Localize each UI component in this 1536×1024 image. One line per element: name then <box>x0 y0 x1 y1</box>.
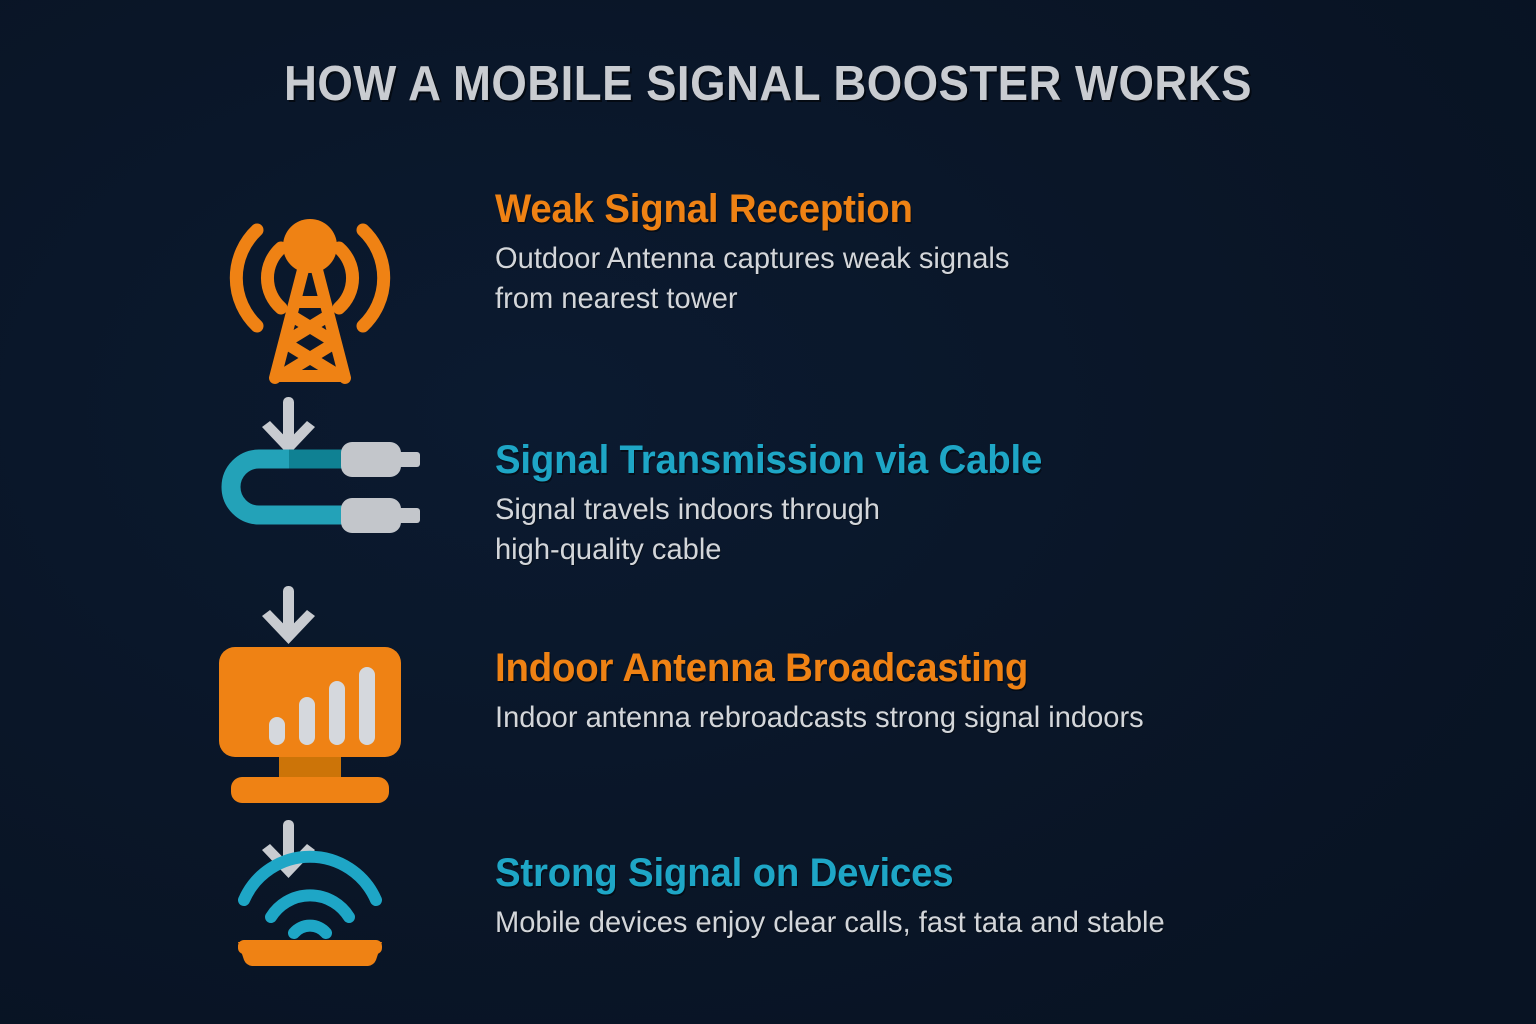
step-weak-signal-reception: Weak Signal Reception Outdoor Antenna ca… <box>170 186 1500 386</box>
step-3-description: Indoor antenna rebroadcasts strong signa… <box>495 701 1144 735</box>
step-4-text-column: Strong Signal on Devices Mobile devices … <box>450 850 1500 943</box>
step-2-title: Signal Transmission via Cable <box>495 438 1043 482</box>
step-4-title: Strong Signal on Devices <box>495 851 954 895</box>
step-2-icon-column <box>170 437 450 537</box>
step-2-description: Signal travels indoors through high-qual… <box>495 493 880 567</box>
indoor-antenna-router-icon <box>217 645 403 805</box>
step-3-icon-column <box>170 645 450 805</box>
coaxial-cable-icon <box>201 437 420 537</box>
cable-connector-lower <box>341 498 420 533</box>
step-indoor-antenna-broadcasting: Indoor Antenna Broadcasting Indoor anten… <box>170 645 1500 805</box>
cable-connector-upper <box>341 442 420 477</box>
step-1-title: Weak Signal Reception <box>495 187 913 231</box>
wifi-device-signal-icon <box>226 850 394 968</box>
step-1-icon-column <box>170 186 450 386</box>
step-3-text-column: Indoor Antenna Broadcasting Indoor anten… <box>450 645 1500 738</box>
step-strong-signal-on-devices: Strong Signal on Devices Mobile devices … <box>170 850 1500 968</box>
step-2-text-column: Signal Transmission via Cable Signal tra… <box>450 437 1500 570</box>
step-4-description: Mobile devices enjoy clear calls, fast t… <box>495 906 1165 940</box>
step-1-description: Outdoor Antenna captures weak signals fr… <box>495 242 1010 316</box>
cell-tower-icon <box>224 186 396 386</box>
arrow-cable-to-router <box>254 586 326 648</box>
step-1-text-column: Weak Signal Reception Outdoor Antenna ca… <box>450 186 1500 319</box>
page-title: HOW A MOBILE SIGNAL BOOSTER WORKS <box>283 57 1253 111</box>
step-4-icon-column <box>170 850 450 968</box>
arrow-tower-to-cable <box>254 397 326 459</box>
step-signal-transmission-via-cable: Signal Transmission via Cable Signal tra… <box>170 437 1500 570</box>
step-3-title: Indoor Antenna Broadcasting <box>495 646 1029 690</box>
